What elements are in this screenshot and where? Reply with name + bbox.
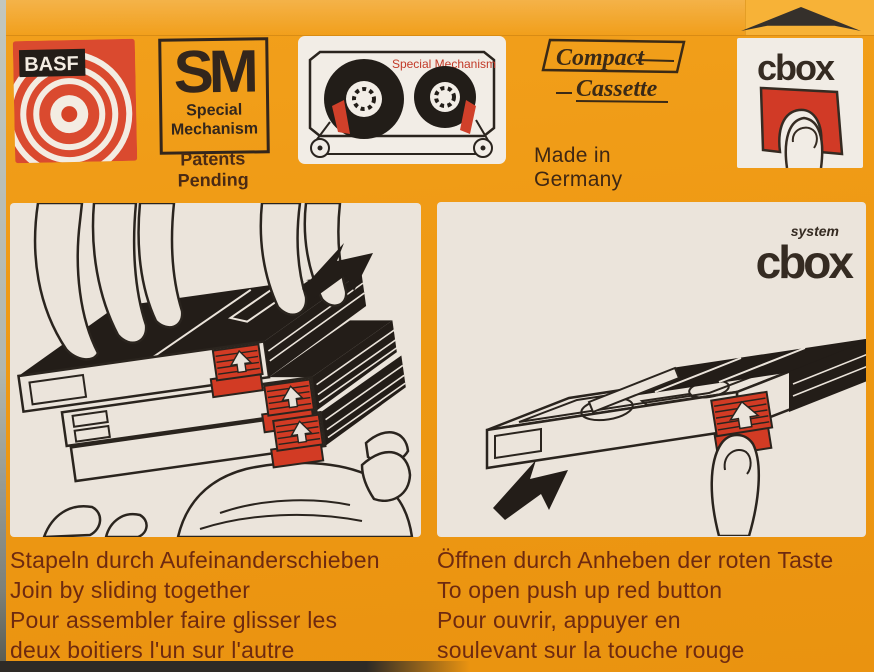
sm-logo-line2: Mechanism (170, 120, 259, 139)
compact-text: Compact (556, 45, 645, 71)
diagram-caption: Special Mechanism (392, 57, 496, 71)
compact-cassette-logo: Compact Cassette (541, 38, 686, 103)
cbox-logo: cbox (737, 38, 863, 168)
cassette-text: Cassette (576, 76, 658, 102)
caption-stacking: Stapeln durch Aufeinanderschieben Join b… (10, 545, 380, 665)
caption-line: Stapeln durch Aufeinanderschieben (10, 547, 380, 573)
cassette-diagram: Special Mechanism (298, 36, 506, 164)
caption-opening: Öffnen durch Anheben der roten Taste To … (437, 545, 833, 665)
upper-hands-icon (33, 203, 348, 361)
finger-icon (710, 433, 761, 536)
basf-logo: BASF (12, 38, 138, 164)
caption-line: Öffnen durch Anheben der roten Taste (437, 547, 834, 573)
caption-line: To open push up red button (437, 577, 723, 603)
sm-logo: SM Special Mechanism (158, 37, 270, 155)
slide-direction-arrow-icon (302, 243, 373, 299)
cbox-system-logo: system cbox (756, 223, 858, 288)
caption-line: Pour assembler faire glisser les (10, 607, 338, 633)
caption-line: Pour ouvrir, appuyer en (437, 607, 681, 633)
panel-opening-illustration: system cbox (437, 202, 866, 537)
fold-crease (6, 35, 874, 36)
photo-backdrop-edge (0, 0, 6, 672)
open-direction-arrow-icon (493, 460, 568, 520)
made-in-germany-text: Made in Germany (534, 144, 623, 191)
caption-line: deux boitiers l'un sur l'autre (10, 637, 295, 663)
cbox-system-text: cbox (756, 236, 855, 288)
patents-pending-text: Patents Pending (177, 148, 249, 191)
caption-line: soulevant sur la touche rouge (437, 637, 745, 663)
panel-stacking-illustration (10, 203, 421, 537)
cassette-box-open (485, 338, 866, 470)
basf-logo-text: BASF (24, 53, 79, 76)
caption-line: Join by sliding together (10, 577, 251, 603)
sm-logo-title: SM (173, 37, 255, 106)
cbox-system-small-text: system (791, 223, 839, 239)
cbox-logo-text: cbox (757, 47, 835, 88)
top-sheen (6, 0, 874, 36)
bottom-shadow (0, 661, 470, 672)
red-latch-button (209, 343, 325, 469)
